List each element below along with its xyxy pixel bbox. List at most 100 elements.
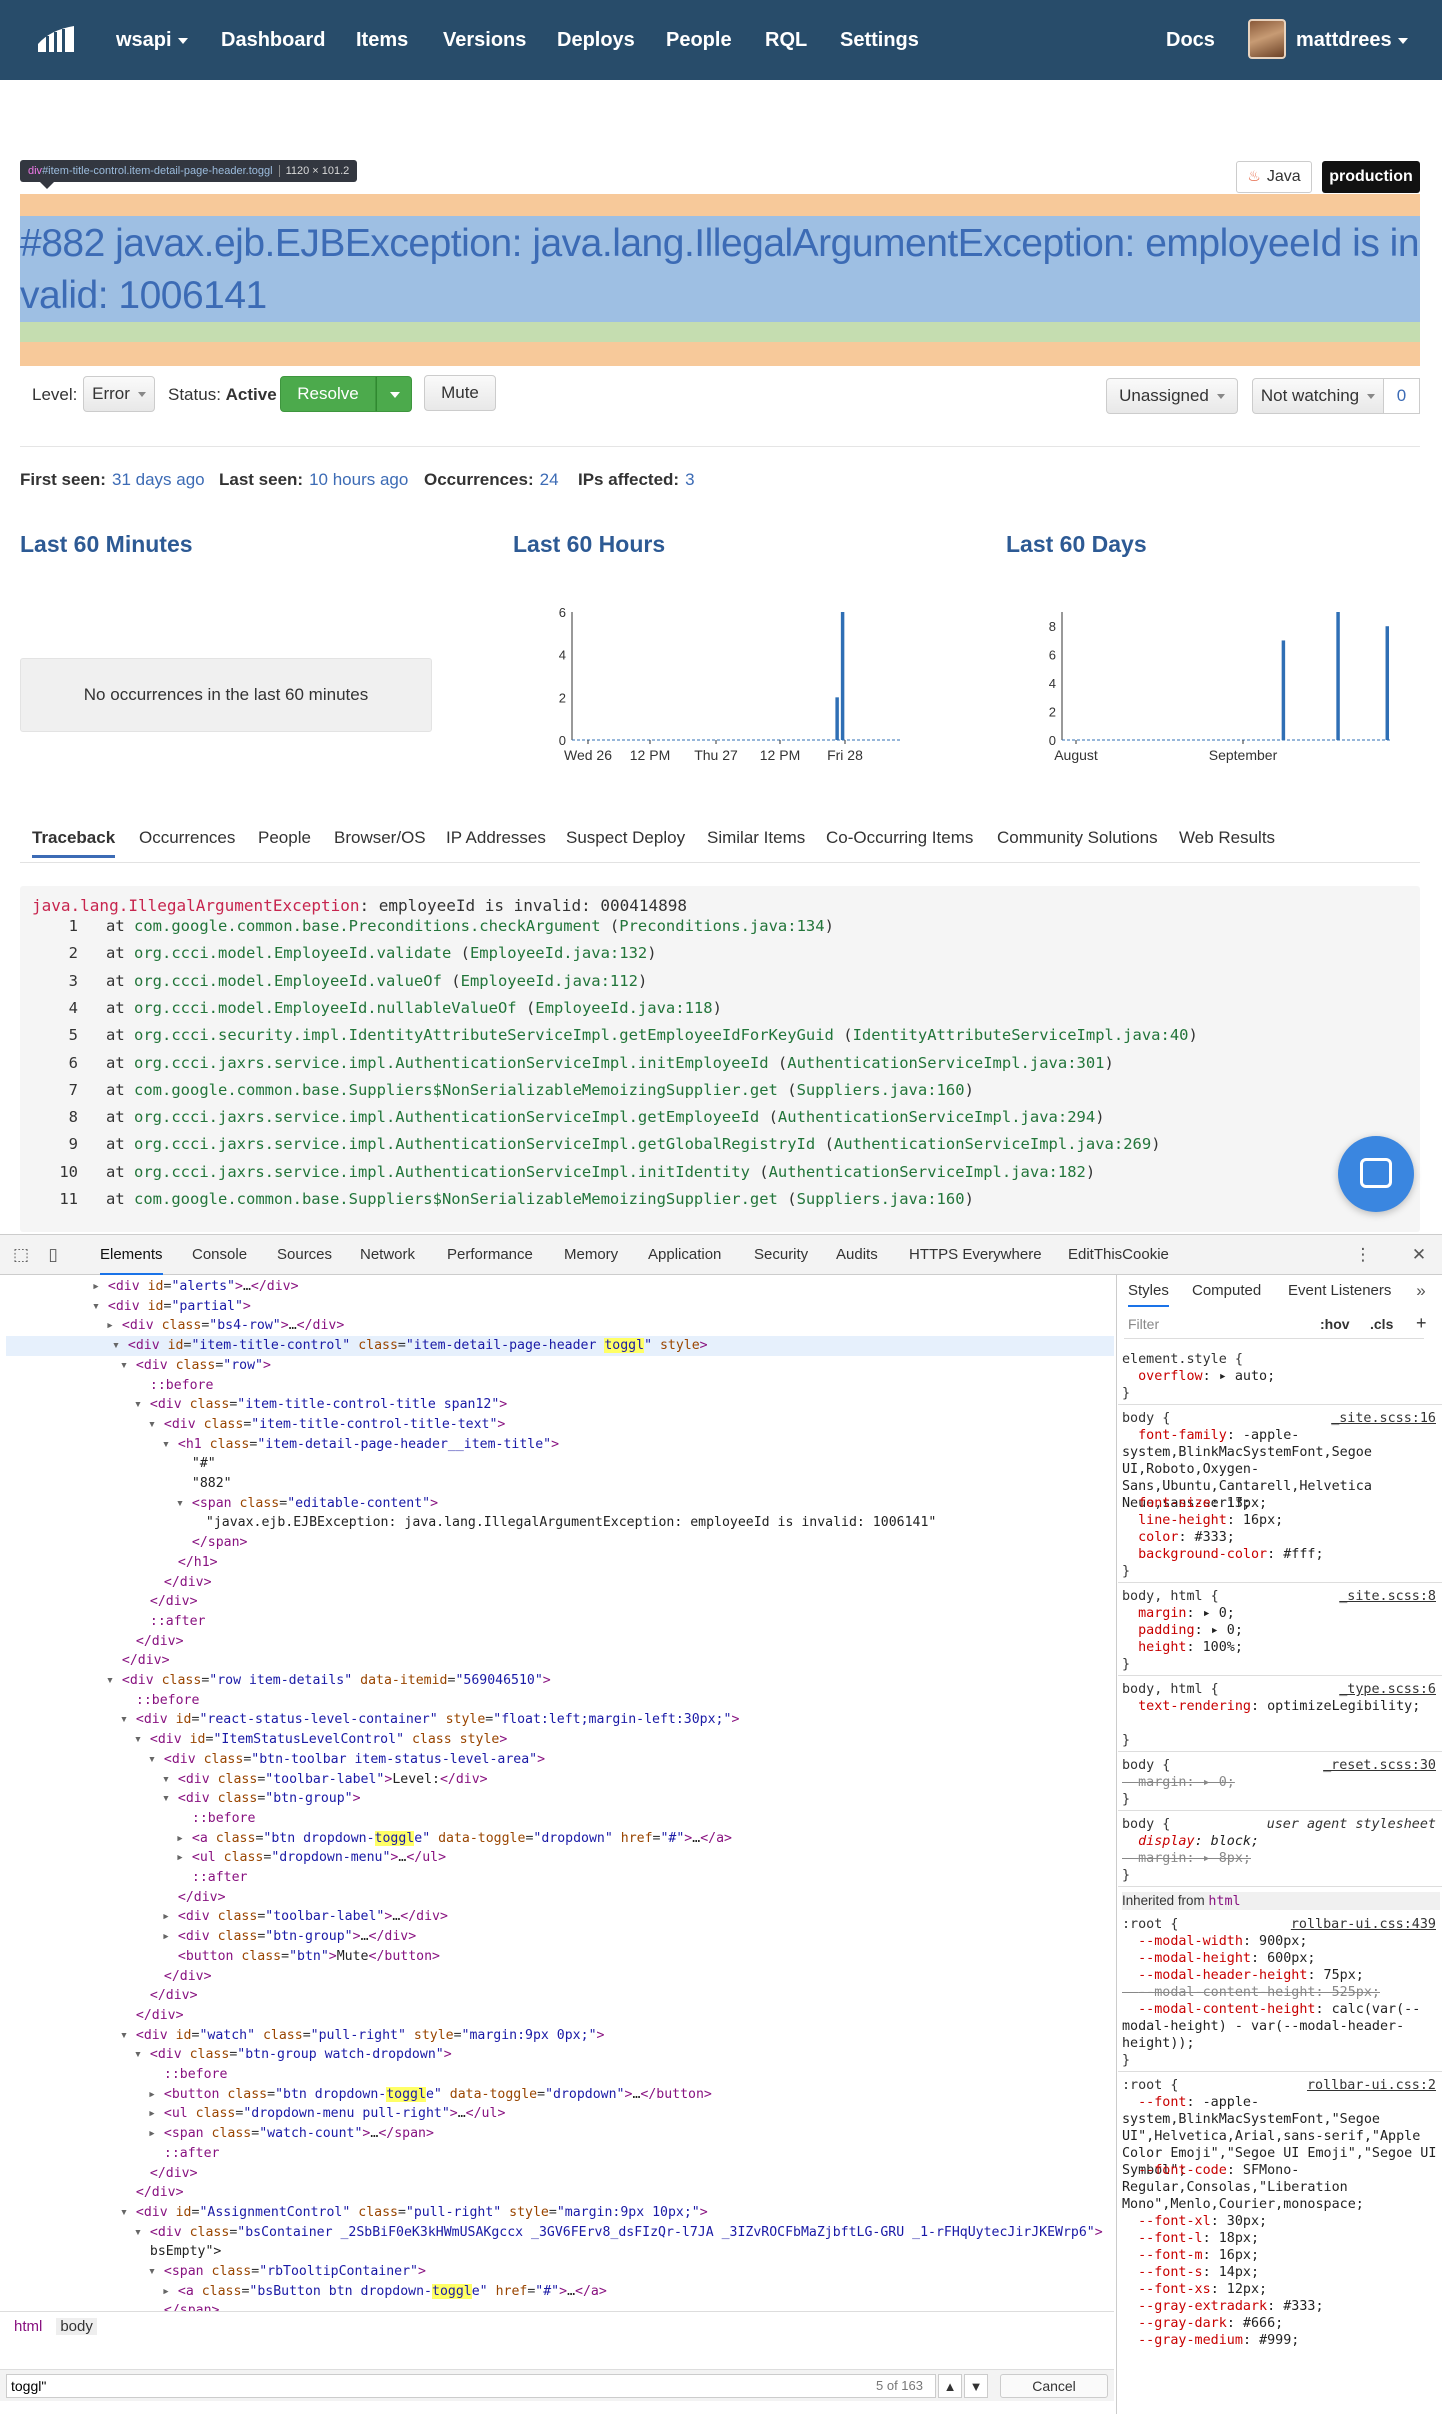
nav-people[interactable]: People <box>666 29 732 51</box>
dom-node[interactable]: ▾ <div class="item-title-control-title s… <box>134 1397 508 1413</box>
more-tabs-icon[interactable]: » <box>1416 1281 1426 1300</box>
dom-node[interactable]: ▾ <div class="btn-group"> <box>162 1791 361 1807</box>
dom-node[interactable]: ▸ <div class="toolbar-label">…</div> <box>162 1909 448 1925</box>
style-line[interactable]: height: 100%; <box>1122 1640 1243 1655</box>
dom-node[interactable]: </div> <box>135 2007 184 2023</box>
style-line[interactable]: margin: ▸ 0; <box>1122 1775 1235 1790</box>
style-line[interactable]: } <box>1122 1868 1131 1883</box>
style-source-link[interactable]: _site.scss:8 <box>1339 1589 1436 1604</box>
devtools-tab-audits[interactable]: Audits <box>836 1246 878 1263</box>
style-line[interactable]: body {_reset.scss:30 <box>1122 1758 1436 1773</box>
dom-node[interactable]: ::after <box>149 1613 206 1629</box>
mute-button[interactable]: Mute <box>424 375 496 411</box>
dom-node[interactable]: "882" <box>191 1476 232 1491</box>
dom-node[interactable]: </h1> <box>177 1554 218 1570</box>
devtools-tab-application[interactable]: Application <box>648 1246 722 1263</box>
dom-node[interactable]: ▸ <a class="bsButton btn dropdown-toggle… <box>162 2283 607 2299</box>
tab-co-occurring-items[interactable]: Co-Occurring Items <box>826 828 974 847</box>
watch-dropdown[interactable]: Not watching <box>1252 378 1384 414</box>
tab-browser-os[interactable]: Browser/OS <box>334 828 426 847</box>
nav-dashboard[interactable]: Dashboard <box>221 29 326 51</box>
tab-web-results[interactable]: Web Results <box>1179 828 1276 847</box>
dom-node[interactable]: ▾ <div class="btn-toolbar item-status-le… <box>148 1751 546 1767</box>
style-line[interactable]: } <box>1122 1564 1131 1579</box>
devtools-tab-elements[interactable]: Elements <box>100 1235 163 1275</box>
dom-node[interactable]: </div> <box>149 1988 198 2004</box>
style-line[interactable]: font-family: -apple-system,BlinkMacSyste… <box>1122 1428 1380 1511</box>
dom-search-input[interactable] <box>6 2374 936 2398</box>
styles-tab-event-listeners[interactable]: Event Listeners <box>1288 1282 1392 1299</box>
dom-node[interactable]: ▾ <div class="bsContainer _2SbBiF0eK3kHW… <box>134 2224 1103 2240</box>
style-line[interactable]: --modal-header-height: 75px; <box>1122 1968 1364 1983</box>
style-line[interactable]: --gray-dark: #666; <box>1122 2316 1284 2331</box>
devtools-tab-editthiscookie[interactable]: EditThisCookie <box>1068 1246 1169 1263</box>
style-source-link[interactable]: rollbar-ui.css:439 <box>1290 1917 1436 1932</box>
style-line[interactable]: padding: ▸ 0; <box>1122 1623 1243 1638</box>
dom-node[interactable]: ▾ <div class="row"> <box>120 1357 271 1373</box>
inspect-element-icon[interactable]: ⬚ <box>12 1245 30 1264</box>
search-cancel-button[interactable]: Cancel <box>1000 2374 1108 2398</box>
assignee-dropdown[interactable]: Unassigned <box>1106 378 1238 414</box>
dom-node[interactable]: ▾ <div class="row item-details" data-ite… <box>106 1673 551 1688</box>
dom-node[interactable]: ::before <box>135 1692 200 1708</box>
add-rule-icon[interactable]: + <box>1416 1313 1427 1333</box>
resolve-options-caret[interactable] <box>376 376 412 412</box>
dom-node[interactable]: ▾ <div class="item-title-control-title-t… <box>148 1416 506 1432</box>
style-line[interactable]: --font-xl: 30px; <box>1122 2214 1268 2229</box>
style-line[interactable]: --font-xs: 12px; <box>1122 2282 1268 2297</box>
dom-node[interactable]: ▾ <span class="editable-content"> <box>176 1495 439 1511</box>
dom-node[interactable]: </span> <box>191 1535 248 1551</box>
dom-node[interactable]: </div> <box>135 2185 184 2201</box>
tab-community-solutions[interactable]: Community Solutions <box>997 828 1158 847</box>
dom-node[interactable]: "javax.ejb.EJBException: java.lang.Illeg… <box>205 1515 937 1531</box>
dom-node[interactable]: bsEmpty"> <box>149 2244 222 2260</box>
dom-node[interactable]: ▾ <div id="item-title-control" class="it… <box>6 1336 1114 1357</box>
user-menu[interactable]: mattdrees <box>1296 0 1408 80</box>
devtools-tab-memory[interactable]: Memory <box>564 1246 619 1263</box>
dom-node[interactable]: ▸ <div class="bs4-row">…</div> <box>106 1318 345 1334</box>
rollbar-logo-icon[interactable] <box>36 22 76 54</box>
chart-bar[interactable] <box>835 697 839 740</box>
style-line[interactable]: --modal-width: 900px; <box>1122 1934 1308 1949</box>
chart-bar[interactable] <box>1385 626 1389 740</box>
level-dropdown[interactable]: Error <box>83 376 155 412</box>
tab-similar-items[interactable]: Similar Items <box>707 828 806 847</box>
style-line[interactable]: line-height: 16px; <box>1122 1513 1284 1528</box>
style-line[interactable]: } <box>1122 2053 1131 2068</box>
style-line[interactable]: background-color: #fff; <box>1122 1547 1324 1562</box>
nav-docs[interactable]: Docs <box>1166 29 1215 51</box>
dom-node[interactable]: ▸ <div class="btn-group">…</div> <box>162 1929 417 1945</box>
dom-node[interactable]: ▾ <div class="toolbar-label">Level:</div… <box>162 1771 488 1787</box>
device-toolbar-icon[interactable]: ▯ <box>48 1245 58 1264</box>
dom-node[interactable]: ::before <box>149 1377 214 1393</box>
style-line[interactable]: margin: ▸ 0; <box>1122 1606 1235 1621</box>
dom-node[interactable]: </div> <box>149 1594 198 1610</box>
dom-node[interactable]: ::after <box>191 1870 248 1885</box>
style-line[interactable]: } <box>1122 1386 1131 1401</box>
tab-traceback[interactable]: Traceback <box>32 818 116 858</box>
style-line[interactable]: } <box>1122 1733 1131 1748</box>
resolve-button[interactable]: Resolve <box>280 376 376 412</box>
dom-node[interactable]: ▸ <ul class="dropdown-menu pull-right">…… <box>148 2106 506 2122</box>
crumb-body[interactable]: body <box>56 2318 97 2335</box>
dom-node[interactable]: ▸ <button class="btn dropdown-toggle" da… <box>148 2086 712 2102</box>
style-line[interactable]: font-size: 13px; <box>1122 1496 1268 1511</box>
dom-node[interactable]: </div> <box>121 1653 170 1669</box>
style-source-link[interactable]: _site.scss:16 <box>1331 1411 1436 1426</box>
dom-node[interactable]: ▾ <span class="rbTooltipContainer"> <box>148 2264 426 2279</box>
style-line[interactable]: --modal-content-height: calc(var(--modal… <box>1122 2002 1421 2051</box>
style-line[interactable]: --modal-content-height: 525px; <box>1122 1985 1380 2000</box>
style-line[interactable]: body {user agent stylesheet <box>1122 1817 1436 1832</box>
class-toggle[interactable]: .cls <box>1370 1316 1394 1332</box>
style-line[interactable]: element.style { <box>1122 1352 1243 1367</box>
dom-node[interactable]: </div> <box>163 1574 212 1590</box>
crumb-html[interactable]: html <box>14 2318 43 2335</box>
devtools-tab-network[interactable]: Network <box>360 1246 416 1263</box>
devtools-splitter[interactable] <box>1116 1275 1117 2414</box>
dom-node[interactable]: ▸ <div id="alerts">…</div> <box>92 1279 299 1294</box>
dom-node[interactable]: </div> <box>149 2165 198 2181</box>
nav-rql[interactable]: RQL <box>765 29 808 51</box>
search-prev-icon[interactable]: ▲ <box>938 2374 962 2398</box>
style-line[interactable]: margin: ▸ 8px; <box>1122 1851 1251 1866</box>
style-line[interactable]: overflow: ▸ auto; <box>1122 1369 1276 1384</box>
